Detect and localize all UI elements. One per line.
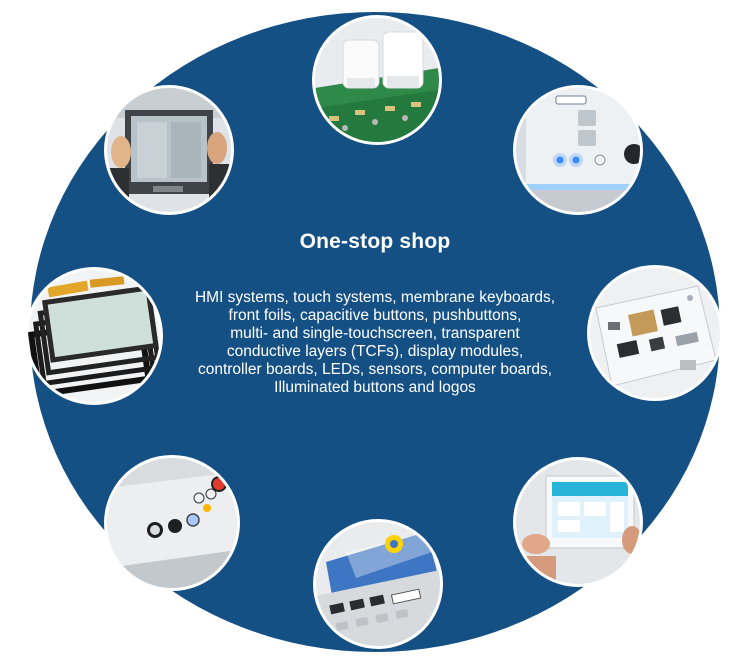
description-line: multi- and single-touchscreen, transpare… xyxy=(230,325,520,342)
keycaps-on-pcb-image xyxy=(315,18,439,142)
touch-panel-held-image xyxy=(107,88,231,212)
description-line: front foils, capacitive buttons, pushbut… xyxy=(228,307,522,324)
tablet-hmi-image xyxy=(516,460,640,584)
capacitive-buttons-panel-image xyxy=(516,88,640,212)
description-line: conductive layers (TCFs), display module… xyxy=(226,343,524,360)
description-line: Illuminated buttons and logos xyxy=(274,379,476,396)
membrane-keyboard-image xyxy=(316,522,440,646)
description-line: HMI systems, touch systems, membrane key… xyxy=(194,289,556,306)
pushbutton-panel-image xyxy=(107,458,237,588)
page-title: One-stop shop xyxy=(299,230,451,253)
front-frames-stack-image xyxy=(28,270,160,402)
description-text: HMI systems, touch systems, membrane key… xyxy=(150,289,600,397)
description-line: controller boards, LEDs, sensors, comput… xyxy=(197,361,553,378)
computer-board-image xyxy=(590,268,720,398)
